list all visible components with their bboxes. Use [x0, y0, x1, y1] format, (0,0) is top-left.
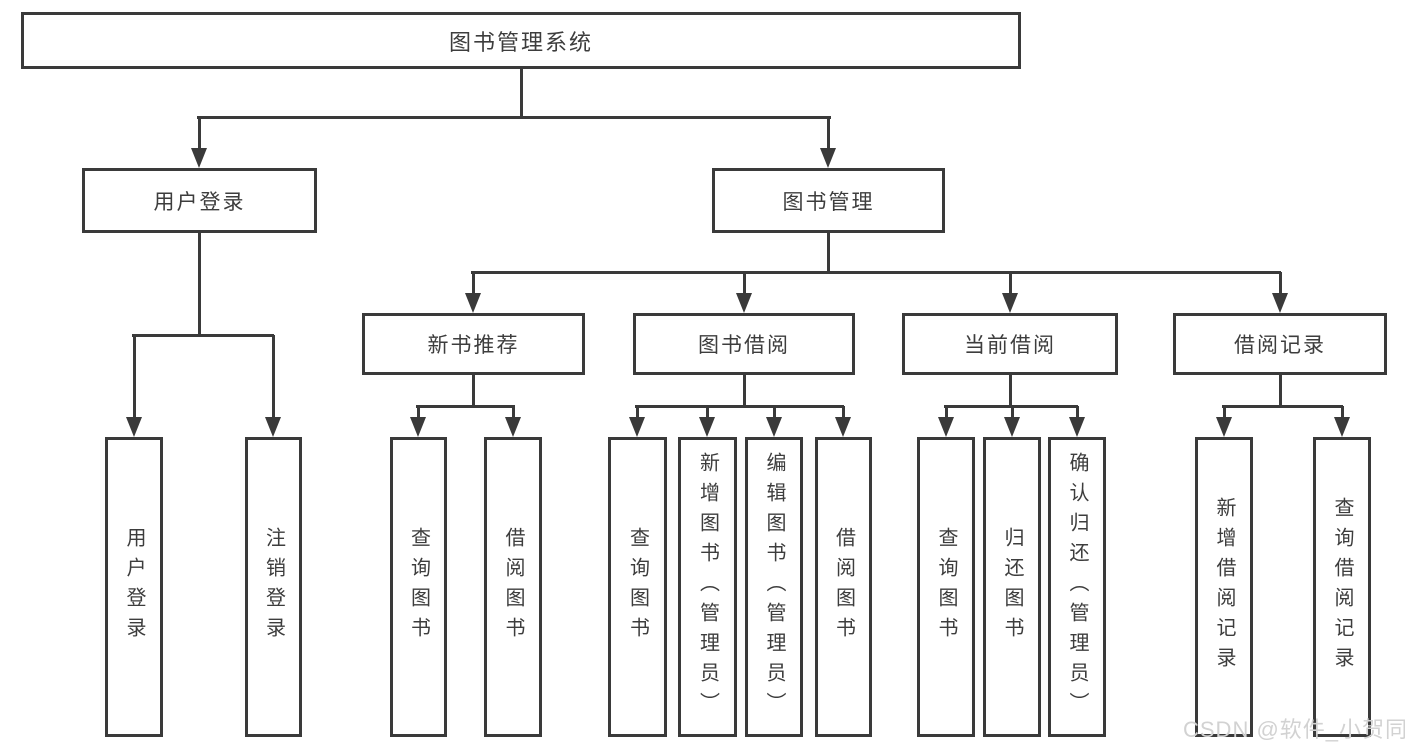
- node-book-borrowing: 图书借阅: [633, 313, 855, 375]
- leaf-query-books: 查询图书: [917, 437, 975, 737]
- leaf-query-books: 查询图书: [390, 437, 447, 737]
- connector-arrow-down: [736, 272, 752, 313]
- connector-line: [416, 405, 515, 408]
- leaf-label: 借阅图书: [832, 527, 855, 647]
- connector-arrow-down: [1216, 406, 1232, 437]
- connector-arrow-down: [1069, 406, 1085, 437]
- connector-arrow-down: [265, 335, 281, 437]
- connector-arrow-down: [1272, 272, 1288, 313]
- leaf-label: 注销登录: [262, 527, 285, 647]
- connector-arrow-down: [1334, 406, 1350, 437]
- leaf-label: 新增图书（管理员）: [696, 452, 719, 722]
- connector-arrow-down: [1002, 272, 1018, 313]
- leaf-label: 确认归还（管理员）: [1066, 452, 1088, 722]
- connector-line: [472, 375, 475, 406]
- leaf-query-books: 查询图书: [608, 437, 667, 737]
- node-borrowing-records: 借阅记录: [1173, 313, 1387, 375]
- connector-line: [197, 116, 831, 119]
- leaf-confirm-return-admin: 确认归还（管理员）: [1048, 437, 1106, 737]
- leaf-edit-books-admin: 编辑图书（管理员）: [745, 437, 803, 737]
- connector-arrow-down: [191, 117, 207, 168]
- node-library-system: 图书管理系统: [21, 12, 1021, 69]
- leaf-label: 借阅图书: [502, 527, 524, 647]
- leaf-label: 新增借阅记录: [1213, 497, 1235, 677]
- connector-arrow-down: [699, 406, 715, 437]
- node-user-login: 用户登录: [82, 168, 317, 233]
- connector-arrow-down: [410, 406, 426, 437]
- connector-line: [1222, 405, 1343, 408]
- connector-arrow-down: [820, 117, 836, 168]
- connector-arrow-down: [938, 406, 954, 437]
- connector-arrow-down: [1004, 406, 1020, 437]
- connector-arrow-down: [835, 406, 851, 437]
- leaf-user-login: 用户登录: [105, 437, 163, 737]
- connector-arrow-down: [465, 272, 481, 313]
- leaf-label: 用户登录: [123, 527, 145, 647]
- connector-arrow-down: [126, 335, 142, 437]
- connector-line: [743, 375, 746, 406]
- leaf-label: 查询图书: [626, 527, 649, 647]
- connector-arrow-down: [629, 406, 645, 437]
- connector-line: [198, 233, 201, 335]
- node-book-management: 图书管理: [712, 168, 945, 233]
- leaf-borrow-books: 借阅图书: [815, 437, 872, 737]
- leaf-label: 归还图书: [1001, 527, 1023, 647]
- connector-line: [635, 405, 844, 408]
- leaf-label: 编辑图书（管理员）: [763, 452, 785, 722]
- node-new-book-recommendation: 新书推荐: [362, 313, 585, 375]
- connector-line: [1279, 375, 1282, 406]
- connector-line: [132, 334, 274, 337]
- connector-line: [827, 233, 830, 272]
- leaf-label: 查询借阅记录: [1331, 497, 1353, 677]
- leaf-label: 查询图书: [935, 527, 957, 647]
- connector-line: [520, 69, 523, 117]
- leaf-return-books: 归还图书: [983, 437, 1041, 737]
- leaf-add-borrow-record: 新增借阅记录: [1195, 437, 1253, 737]
- leaf-add-books-admin: 新增图书（管理员）: [678, 437, 737, 737]
- leaf-label: 查询图书: [407, 527, 430, 647]
- connector-arrow-down: [505, 406, 521, 437]
- leaf-query-borrow-record: 查询借阅记录: [1313, 437, 1371, 737]
- connector-line: [471, 271, 1281, 274]
- leaf-borrow-books: 借阅图书: [484, 437, 542, 737]
- watermark: CSDN @软件_小贺同学: [1183, 717, 1405, 742]
- node-current-borrowing: 当前借阅: [902, 313, 1118, 375]
- leaf-logout: 注销登录: [245, 437, 302, 737]
- connector-line: [1009, 375, 1012, 406]
- connector-arrow-down: [766, 406, 782, 437]
